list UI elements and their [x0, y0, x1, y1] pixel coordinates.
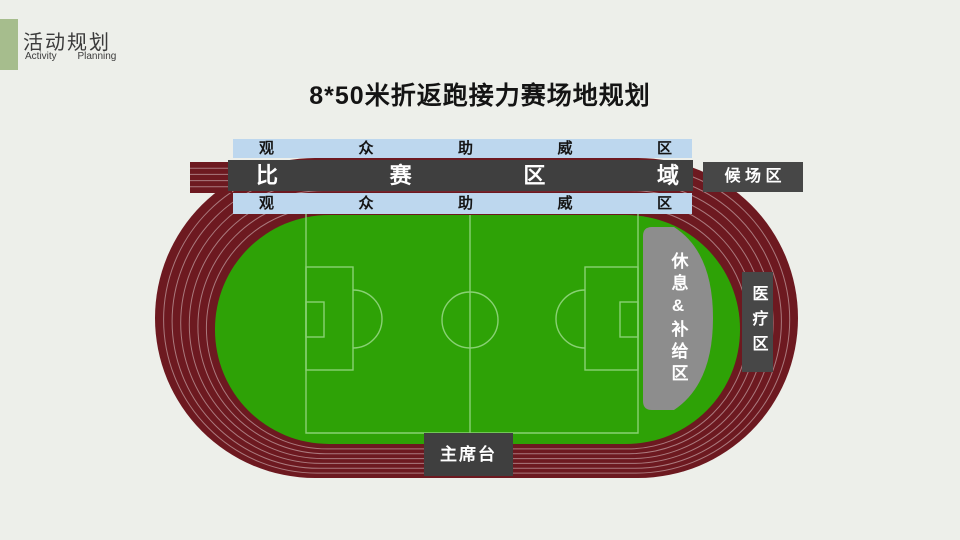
pitch-right-goal-box: [619, 301, 639, 338]
pitch-left-goal-box: [305, 301, 325, 338]
start-straight-lanes: [190, 167, 232, 188]
header-title: 活动规划: [23, 32, 111, 54]
start-straight-segment: [190, 162, 232, 193]
waiting-zone-box: 候 场 区: [703, 162, 803, 192]
competition-zone-bar: 比 赛 区 域: [228, 160, 693, 191]
spectator-zone-top: 观 众 助 威 区: [233, 139, 692, 158]
header-subtitle: Activity Planning: [25, 51, 117, 62]
pitch-center-circle: [441, 291, 499, 349]
slide-title: 8*50米折返跑接力赛场地规划: [309, 82, 651, 110]
football-field: [215, 215, 740, 444]
pitch-left-penalty-arc: [352, 289, 383, 349]
medical-zone-label: 医疗区: [749, 284, 767, 360]
spectator-zone-bottom: 观 众 助 威 区: [233, 193, 692, 214]
start-straight-rect: [190, 162, 232, 193]
medical-zone-box: 医疗区: [742, 272, 773, 372]
rest-supply-zone-label: 休息&补给区: [668, 252, 688, 386]
rest-supply-zone-shape: [643, 227, 713, 410]
pitch-right-penalty-arc: [555, 289, 586, 349]
rest-supply-zone-label-wrap: 休息&补给区: [643, 227, 713, 411]
rostrum-box: 主席台: [424, 433, 513, 476]
header-accent-bar: [0, 19, 18, 70]
